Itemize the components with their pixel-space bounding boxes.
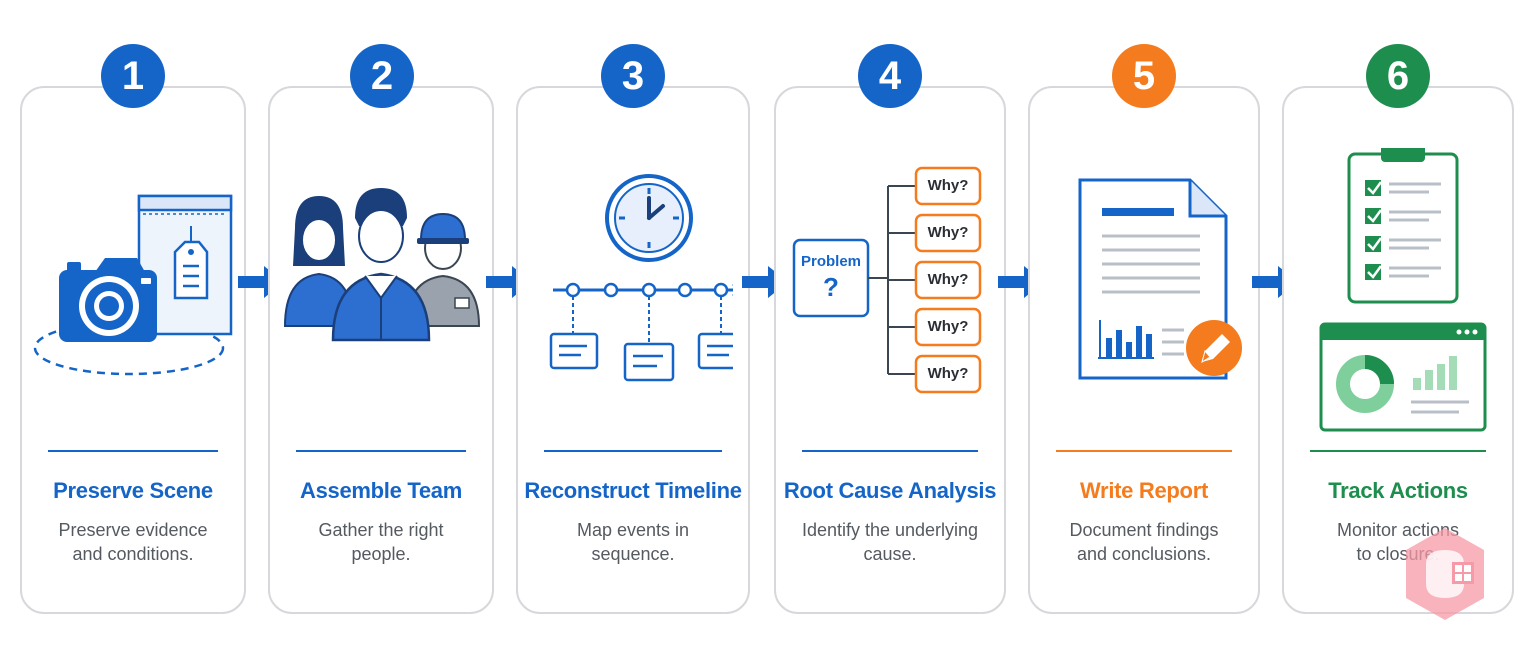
step-divider [48,450,218,452]
step-divider [1056,450,1232,452]
step-title: Assemble Team [300,478,462,503]
camera-evidence-bag-icon [33,148,233,438]
step-description: Gather the right people. [318,520,444,564]
step-card-3: Reconstruct Timeline Map events in seque… [516,86,750,614]
why-label: Why? [927,271,969,288]
step-divider [296,450,466,452]
clock-timeline-icon [533,148,733,438]
step-number-badge-1: 1 [101,44,165,108]
step-divider [802,450,978,452]
problem-label: Problem [800,253,861,270]
step-title: Reconstruct Timeline [524,478,742,503]
why-label: Why? [927,177,969,194]
watermark-logo-icon [1402,524,1488,624]
step-title: Root Cause Analysis [783,478,997,503]
step-number-badge-5: 5 [1112,44,1176,108]
checklist-dashboard-icon [1293,148,1503,438]
step-description: Preserve evidence and conditions. [58,520,208,564]
step-number-badge-3: 3 [601,44,665,108]
step-card-2: Assemble Team Gather the right people. [268,86,494,614]
step-number-badge-2: 2 [350,44,414,108]
step-title: Preserve Scene [53,478,213,503]
problem-question-mark: ? [823,272,839,302]
step-card-1: Preserve Scene Preserve evidence and con… [20,86,246,614]
why-label: Why? [927,224,969,241]
step-divider [544,450,722,452]
why-label: Why? [927,365,969,382]
step-title: Write Report [1079,478,1208,503]
why-label: Why? [927,318,969,335]
step-description: Identify the underlying cause. [801,520,979,564]
step-description: Map events in sequence. [576,520,690,564]
step-card-6: Track Actions Monitor actions to closure… [1282,86,1514,614]
report-document-pencil-icon [1044,148,1244,438]
step-card-4: Problem ? Why? Why? Why? Why? Why? Root … [774,86,1006,614]
step-title: Track Actions [1328,478,1468,503]
five-whys-tree-icon: Problem ? Why? Why? Why? Why? Why? [780,148,1000,438]
step-divider [1310,450,1486,452]
step-number-badge-4: 4 [858,44,922,108]
step-description: Document findings and conclusions. [1069,520,1219,564]
team-people-icon [281,148,481,438]
step-card-5: Write Report Document findings and concl… [1028,86,1260,614]
step-number-badge-6: 6 [1366,44,1430,108]
